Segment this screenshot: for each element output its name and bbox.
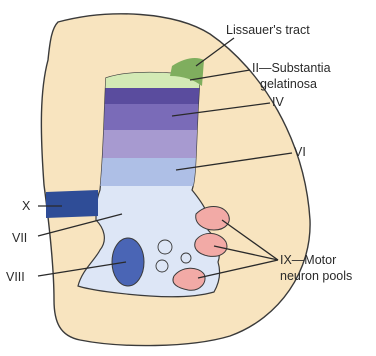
motor-neuron-pool-2 xyxy=(195,233,227,256)
cell-group-circle xyxy=(158,240,172,254)
lamina-x-label: X xyxy=(22,199,31,213)
lamina-iv-label: IV xyxy=(272,95,284,109)
lamina-vii-label: VII xyxy=(12,231,27,245)
lamina-vi-label: VI xyxy=(294,145,306,159)
lamina-x xyxy=(46,190,98,218)
substantia-gelatinosa-label-line1: II—Substantia xyxy=(252,61,331,75)
lamina-viii-label: VIII xyxy=(6,270,25,284)
motor-neuron-pools-label-line1: IX—Motor xyxy=(280,253,336,267)
cell-group-circle xyxy=(181,253,191,263)
lamina-viii xyxy=(112,238,144,286)
motor-neuron-pool-1 xyxy=(196,207,229,231)
substantia-gelatinosa-label-line2: gelatinosa xyxy=(260,77,317,91)
cell-group-circle xyxy=(156,260,168,272)
lissauers-tract-label: Lissauer's tract xyxy=(226,23,310,37)
motor-neuron-pools-label-line2: neuron pools xyxy=(280,269,352,283)
